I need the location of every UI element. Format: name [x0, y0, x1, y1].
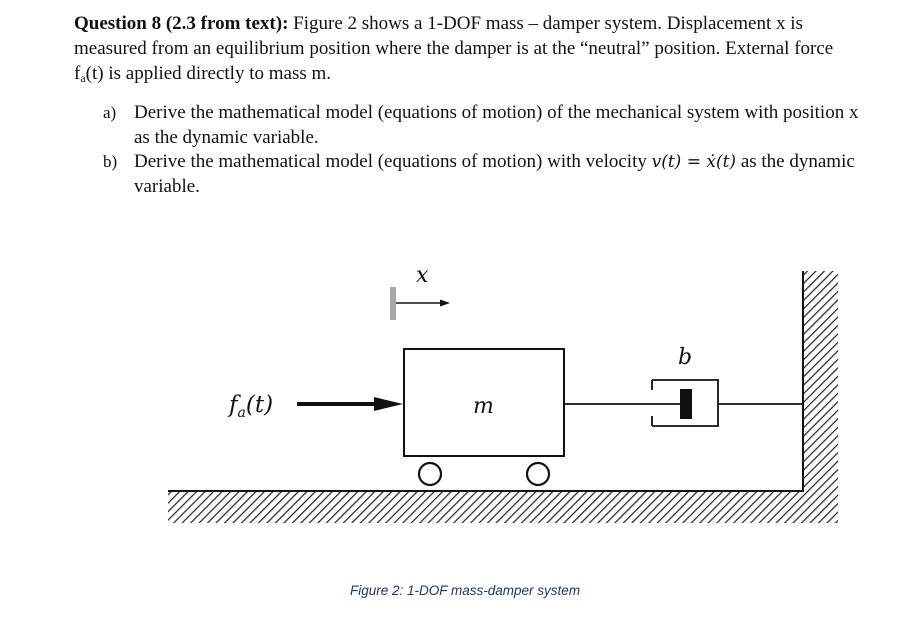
ground-hatch	[168, 491, 838, 523]
wheel-right	[525, 461, 551, 487]
label-force-arg: (t)	[246, 392, 273, 418]
force-arrow-head	[374, 397, 403, 411]
reference-post	[390, 287, 396, 320]
mass-block	[403, 348, 565, 457]
item-a: a) Derive the mathematical model (equati…	[103, 101, 863, 150]
damper-cylinder	[651, 379, 719, 427]
question-text-part1: Figure 2 shows a 1-DOF mass – damper sys…	[74, 13, 834, 84]
item-b-marker: b)	[103, 152, 118, 171]
item-b-text-part2: as the dynamic variable.	[134, 151, 855, 197]
label-x: x	[416, 263, 429, 288]
label-force-subscript: a	[238, 405, 246, 421]
item-b: b) Derive the mathematical model (equati…	[103, 150, 863, 199]
figure-caption: Figure 2: 1-DOF mass-damper system	[350, 583, 581, 598]
damper-piston	[680, 389, 692, 419]
label-b: b	[678, 345, 692, 370]
math-xdot: ẋ(t)	[706, 152, 737, 172]
question-heading: Question 8 (2.3 from text):	[74, 13, 289, 34]
item-b-text-part1: Derive the mathematical model (equations…	[134, 151, 652, 172]
displacement-arrow-head	[440, 299, 450, 307]
math-equals: =	[681, 152, 707, 172]
label-force: fa(t)	[227, 392, 273, 421]
question-text-subscript: a	[80, 71, 86, 85]
wheel-left	[417, 461, 443, 487]
question-paragraph: Question 8 (2.3 from text): Figure 2 sho…	[74, 11, 854, 91]
math-velocity: v(t)	[651, 152, 682, 172]
label-m: m	[473, 394, 494, 419]
item-a-text: Derive the mathematical model (equations…	[134, 102, 859, 148]
item-list: a) Derive the mathematical model (equati…	[103, 101, 863, 199]
wall-hatch	[804, 271, 838, 523]
label-force-f: f	[227, 392, 241, 418]
item-a-marker: a)	[103, 103, 117, 122]
question-text-part2: (t) is applied directly to mass m.	[85, 63, 332, 84]
